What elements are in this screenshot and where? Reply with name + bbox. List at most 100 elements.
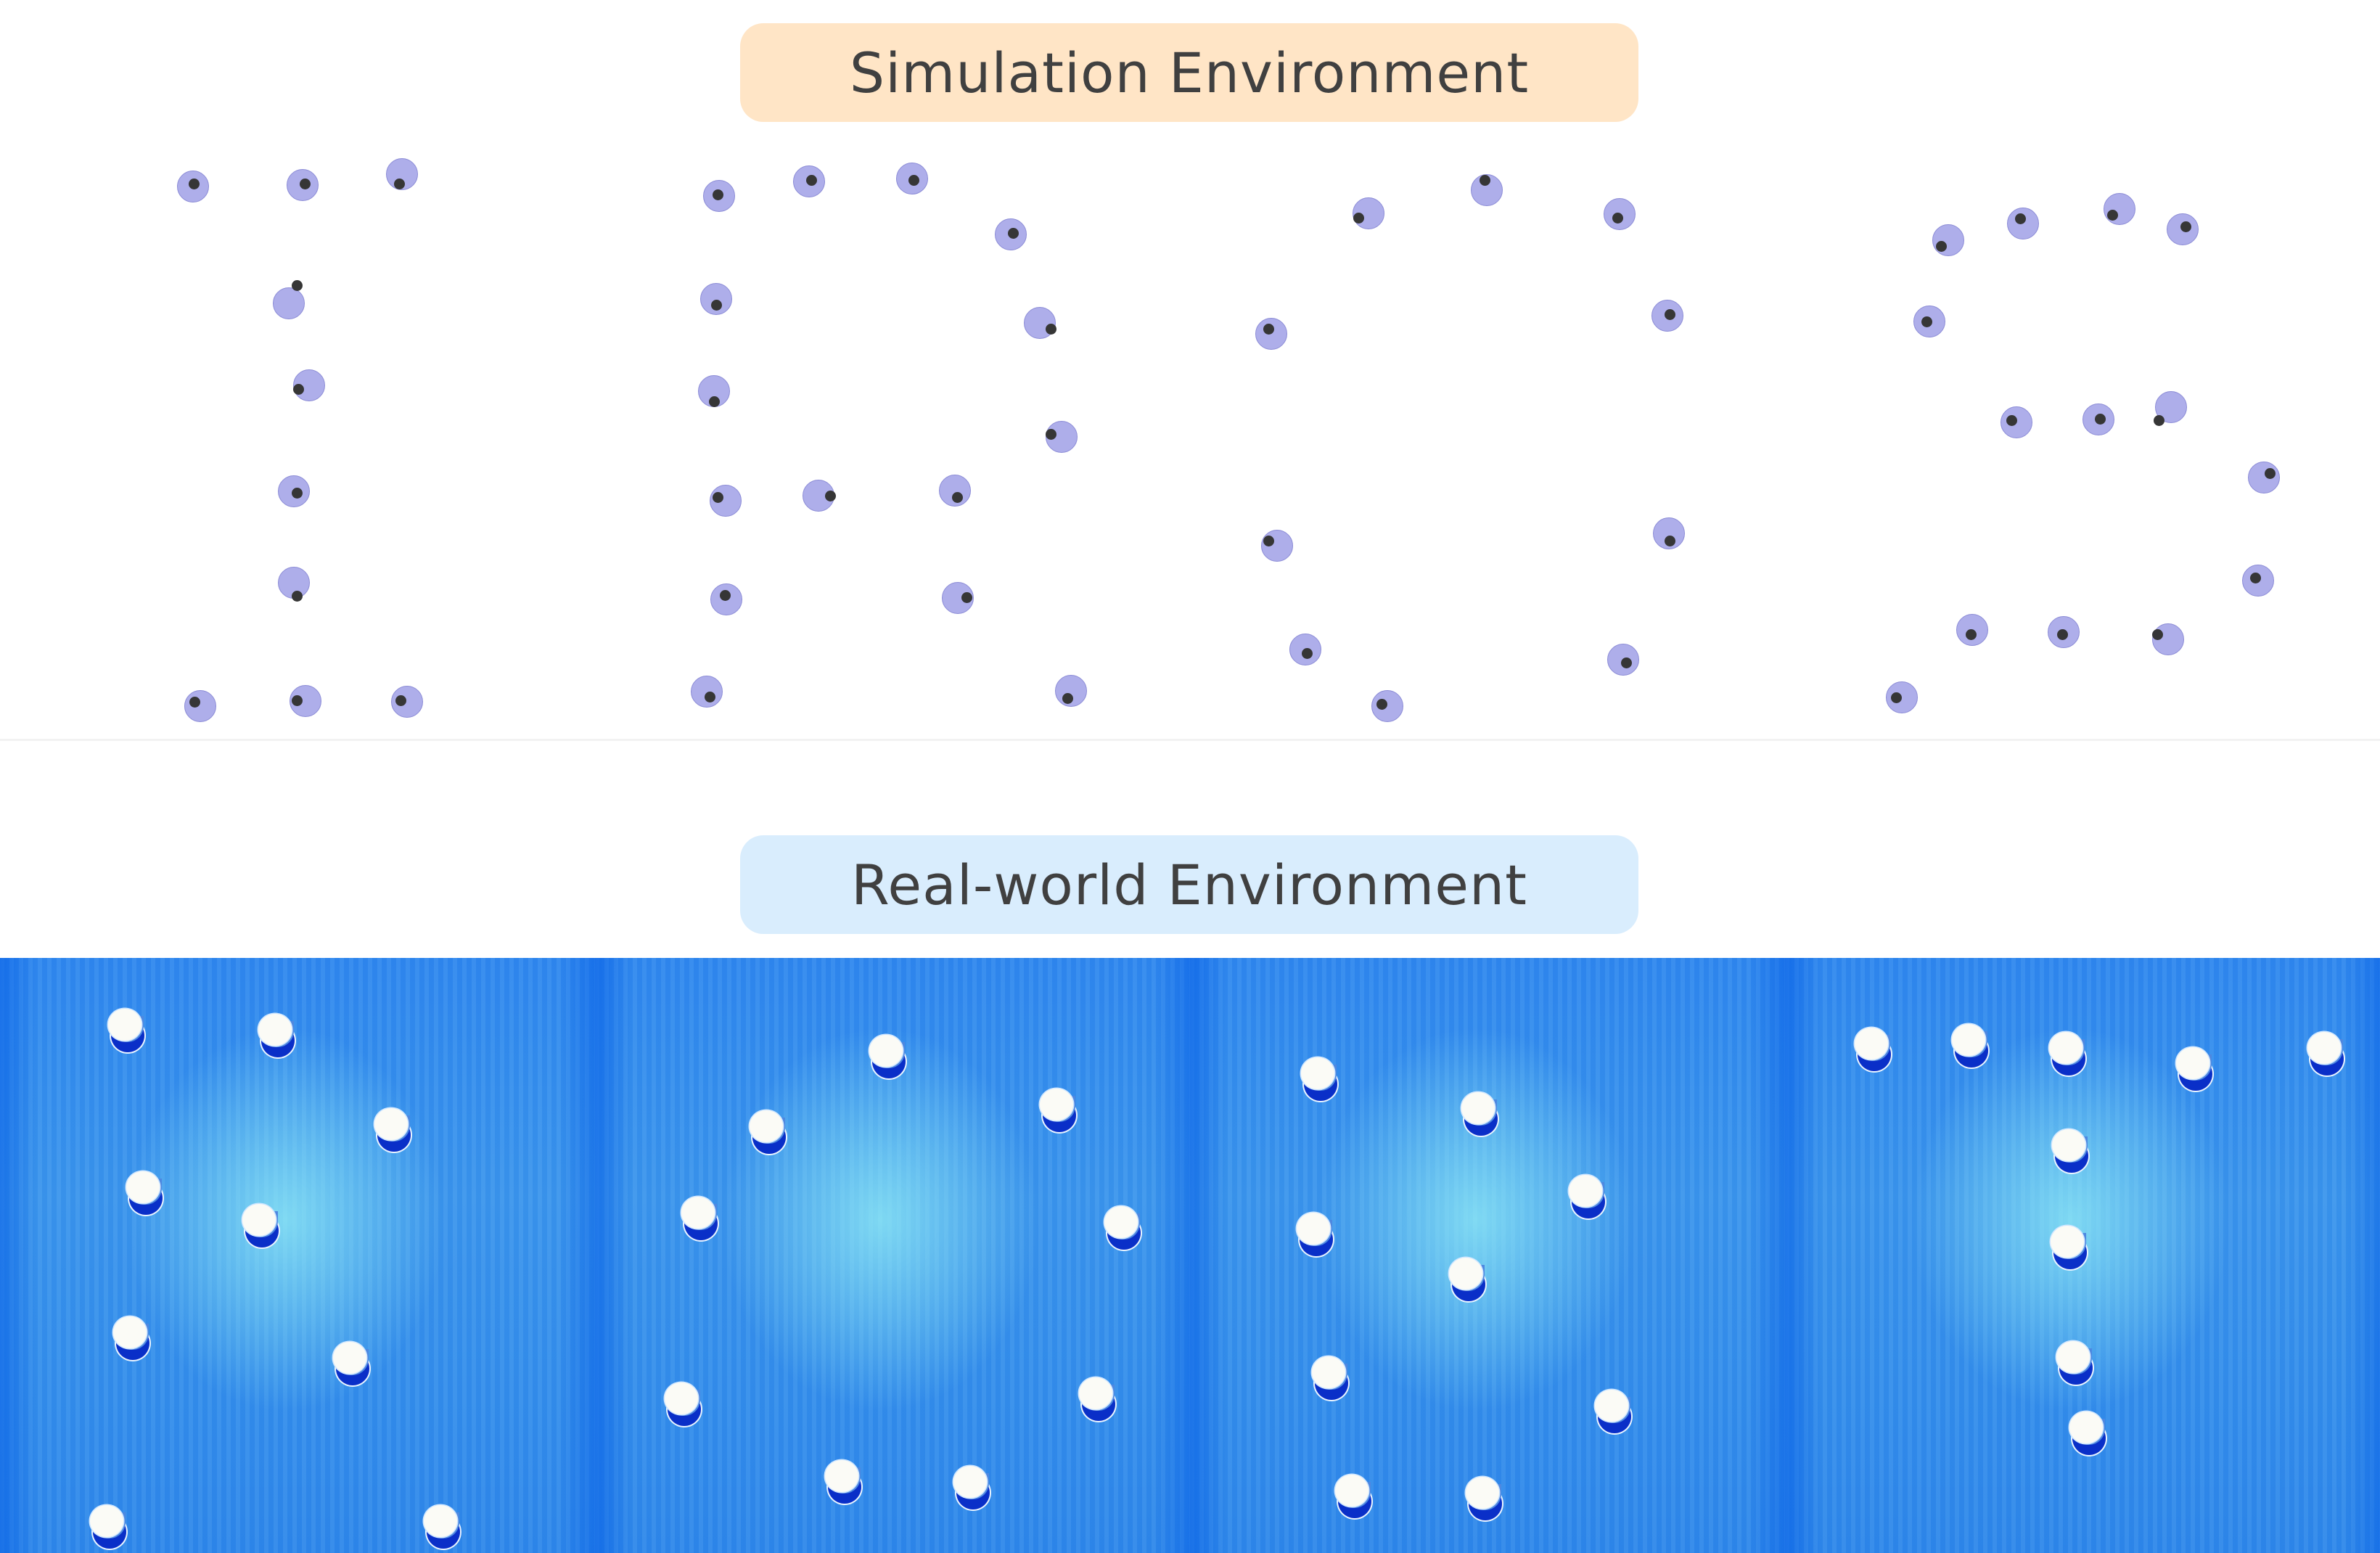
robot-top-cap: [869, 1035, 903, 1067]
real-robot: [2051, 1129, 2090, 1174]
real-robot: [1079, 1377, 1117, 1422]
sim-agent-circle: [2007, 208, 2039, 239]
sim-agent-target-marker: [2153, 414, 2164, 426]
robot-top-cap: [1952, 1023, 1985, 1056]
sim-agent-target-marker: [291, 694, 303, 706]
robot-top-cap: [953, 1466, 987, 1498]
section-divider: [0, 739, 2380, 741]
sim-agent-target-marker: [1376, 698, 1387, 710]
sim-agent-target-marker: [292, 383, 304, 395]
robot-top-cap: [374, 1108, 408, 1140]
sim-agent-circle: [803, 480, 834, 512]
sim-agent-target-marker: [299, 178, 311, 189]
sim-agent-circle: [698, 375, 730, 407]
robot-top-cap: [2175, 1046, 2209, 1079]
robot-top-cap: [1039, 1089, 1073, 1121]
sim-agent-target-marker: [291, 590, 303, 602]
sim-agent-circle: [2104, 193, 2135, 225]
real-robot: [1595, 1389, 1633, 1435]
sim-agent-target-marker: [1890, 692, 1902, 703]
sim-agent-circle: [2248, 462, 2280, 493]
robot-top-cap: [1448, 1257, 1482, 1290]
robot-top-cap: [333, 1342, 366, 1374]
robot-top-cap: [90, 1505, 123, 1537]
sim-agent-target-marker: [1045, 323, 1056, 335]
real-robot: [1465, 1477, 1503, 1522]
robot-top-cap: [242, 1204, 276, 1236]
sim-agent-target-marker: [719, 589, 731, 601]
sim-agent-target-marker: [1353, 212, 1364, 224]
real-robot: [1461, 1091, 1499, 1137]
real-robot: [665, 1382, 702, 1427]
sim-agent-target-marker: [951, 491, 963, 503]
sim-agent-target-marker: [712, 189, 723, 200]
sim-agent-target-marker: [2056, 628, 2068, 640]
sim-agent-target-marker: [2264, 467, 2276, 479]
real-robot: [1568, 1174, 1606, 1220]
real-robot: [333, 1342, 371, 1387]
robot-top-cap: [2049, 1032, 2083, 1064]
sim-agent-target-marker: [805, 174, 817, 186]
real-robot: [90, 1505, 128, 1550]
sim-agent-target-marker: [1921, 316, 1932, 327]
robot-top-cap: [2051, 1129, 2085, 1162]
sim-agent-target-marker: [708, 396, 720, 407]
real-robot: [258, 1014, 296, 1059]
robot-top-cap: [1297, 1213, 1331, 1245]
sim-agent-target-marker: [1620, 657, 1632, 668]
robot-top-cap: [750, 1110, 784, 1142]
sim-agent-target-marker: [2094, 413, 2106, 425]
real-robot: [2175, 1046, 2214, 1092]
sim-agent-circle: [386, 158, 418, 190]
real-robot: [2307, 1032, 2345, 1077]
robot-top-cap: [1461, 1091, 1495, 1124]
simulation-environment-label: Simulation Environment: [740, 23, 1638, 122]
sim-agent-target-marker: [291, 279, 303, 291]
real-robot: [242, 1204, 280, 1249]
sim-agent-circle: [1607, 644, 1639, 676]
sim-agent-circle: [1932, 224, 1964, 256]
sim-agent-target-marker: [1479, 174, 1490, 186]
real-robot: [1854, 1027, 1892, 1073]
robot-top-cap: [665, 1382, 699, 1414]
real-panel-1: [0, 958, 595, 1553]
real-robot: [2069, 1411, 2107, 1456]
sim-agent-circle: [273, 287, 305, 319]
robot-top-cap: [2069, 1411, 2103, 1444]
sim-agent-target-marker: [2014, 213, 2026, 224]
real-robot: [1039, 1089, 1078, 1134]
real-robot: [1335, 1474, 1373, 1520]
sim-agent-target-marker: [1935, 240, 1947, 252]
sim-agent-target-marker: [908, 174, 919, 186]
real-robot: [953, 1466, 991, 1511]
real-panel-2: [595, 958, 1190, 1553]
robot-top-cap: [2051, 1226, 2084, 1258]
sim-agent-target-marker: [2151, 628, 2163, 640]
robot-top-cap: [825, 1459, 859, 1492]
sim-agent-target-marker: [393, 178, 405, 189]
sim-agent-target-marker: [189, 696, 200, 708]
real-robot: [108, 1009, 146, 1054]
real-robot: [1104, 1205, 1142, 1251]
real-world-environment-label: Real-world Environment: [740, 835, 1638, 934]
real-robot: [113, 1316, 151, 1361]
real-robot: [2051, 1226, 2088, 1271]
real-robot: [2056, 1340, 2094, 1386]
real-robot: [869, 1035, 907, 1080]
robot-top-cap: [113, 1316, 147, 1348]
robot-top-cap: [1595, 1389, 1629, 1422]
sim-agent-target-marker: [291, 487, 303, 499]
real-world-photo-strip: [0, 958, 2380, 1553]
real-robot: [750, 1110, 787, 1155]
sim-agent-target-marker: [1263, 323, 1274, 335]
robot-top-cap: [2307, 1032, 2341, 1064]
robot-top-cap: [1568, 1174, 1602, 1207]
robot-top-cap: [108, 1009, 141, 1041]
sim-agent-target-marker: [704, 691, 715, 702]
robot-top-cap: [1300, 1057, 1334, 1090]
sim-agent-target-marker: [824, 490, 836, 501]
sim-agent-target-marker: [1965, 628, 1977, 640]
real-panel-4: [1785, 958, 2380, 1553]
robot-top-cap: [2056, 1340, 2090, 1373]
robot-top-cap: [1079, 1377, 1112, 1409]
